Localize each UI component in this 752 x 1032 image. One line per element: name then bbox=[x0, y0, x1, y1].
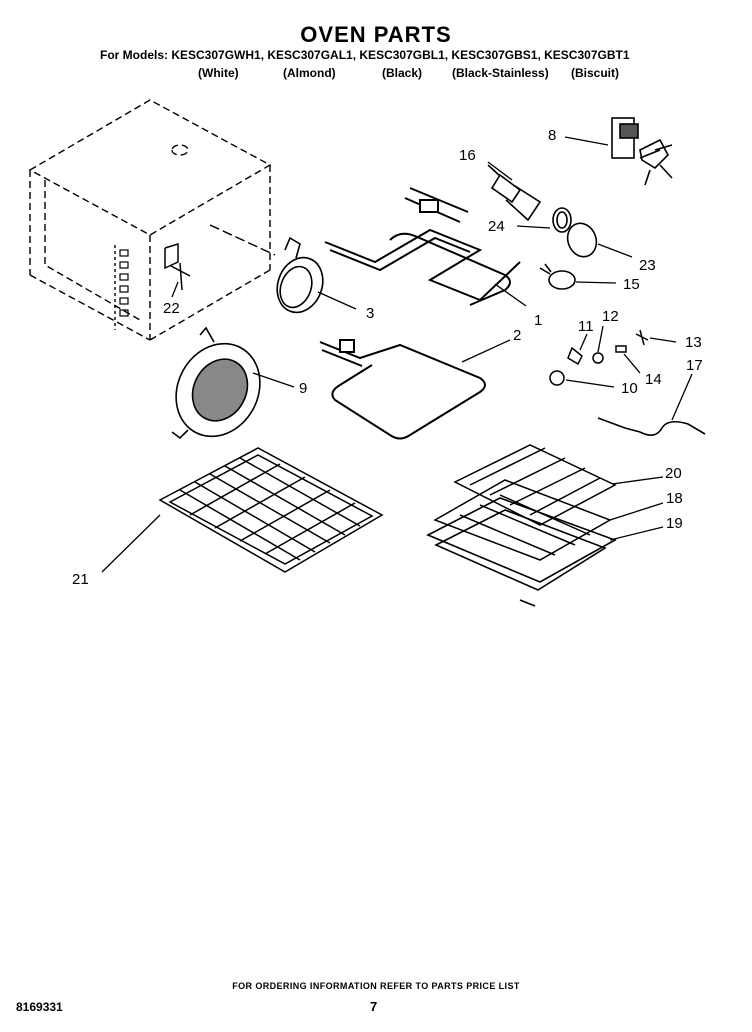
part-15-bulb bbox=[539, 263, 576, 290]
callout-12: 12 bbox=[602, 308, 619, 325]
callout-9: 9 bbox=[299, 380, 307, 397]
part-10-nut bbox=[549, 370, 565, 386]
color-black: (Black) bbox=[382, 66, 423, 80]
callout-10: 10 bbox=[621, 380, 638, 397]
part-8-fan-motor bbox=[611, 117, 673, 186]
part-12-washer bbox=[592, 352, 604, 364]
part-23-lens bbox=[566, 222, 598, 258]
callout-3: 3 bbox=[366, 305, 374, 322]
callout-15: 15 bbox=[623, 276, 640, 293]
callout-19: 19 bbox=[666, 515, 683, 532]
callout-24: 24 bbox=[488, 218, 505, 235]
part-9-fan-cover bbox=[171, 326, 261, 440]
part-20-pan-insert bbox=[453, 444, 617, 526]
ordering-note: FOR ORDERING INFORMATION REFER TO PARTS … bbox=[232, 981, 520, 991]
part-14-spacer bbox=[615, 345, 627, 353]
vent-slots bbox=[119, 249, 129, 317]
document-number: 8169331 bbox=[16, 1000, 63, 1014]
callout-numbers: 8 16 24 23 15 1 3 2 9 11 12 13 14 10 17 … bbox=[72, 127, 703, 588]
models-line: For Models: KESC307GWH1, KESC307GAL1, KE… bbox=[100, 48, 630, 62]
callout-18: 18 bbox=[666, 490, 683, 507]
part-18-grid bbox=[433, 479, 612, 561]
callout-17: 17 bbox=[686, 357, 703, 374]
leader-lines bbox=[101, 136, 693, 573]
color-biscuit: (Biscuit) bbox=[571, 66, 619, 80]
callout-8: 8 bbox=[548, 127, 556, 144]
part-24-gasket bbox=[552, 207, 572, 233]
color-almond: (Almond) bbox=[283, 66, 336, 80]
part-21-oven-rack bbox=[158, 447, 384, 573]
callout-23: 23 bbox=[639, 257, 656, 274]
page-number: 7 bbox=[370, 999, 378, 1014]
callout-13: 13 bbox=[685, 334, 702, 351]
oven-cavity bbox=[28, 99, 276, 341]
part-19-broiler-pan bbox=[426, 497, 617, 607]
callout-14: 14 bbox=[645, 371, 662, 388]
callout-20: 20 bbox=[665, 465, 682, 482]
parts-hardware bbox=[549, 329, 649, 386]
page-title: OVEN PARTS bbox=[300, 22, 452, 47]
callout-21: 21 bbox=[72, 571, 89, 588]
part-3-fan-ring bbox=[276, 236, 324, 314]
part-11-clip bbox=[567, 346, 583, 366]
callout-16: 16 bbox=[459, 147, 476, 164]
color-black-stainless: (Black-Stainless) bbox=[452, 66, 549, 80]
part-2-bake-element bbox=[319, 339, 486, 440]
callout-22: 22 bbox=[163, 300, 180, 317]
part-1-broil-element bbox=[324, 187, 521, 306]
part-22-bracket bbox=[164, 242, 191, 291]
color-white: (White) bbox=[198, 66, 239, 80]
part-16-light-socket bbox=[487, 164, 542, 222]
part-17-temperature-probe bbox=[597, 417, 706, 436]
part-13-screw bbox=[635, 329, 649, 346]
callout-1: 1 bbox=[534, 312, 542, 329]
callout-2: 2 bbox=[513, 327, 521, 344]
callout-11: 11 bbox=[578, 318, 594, 335]
